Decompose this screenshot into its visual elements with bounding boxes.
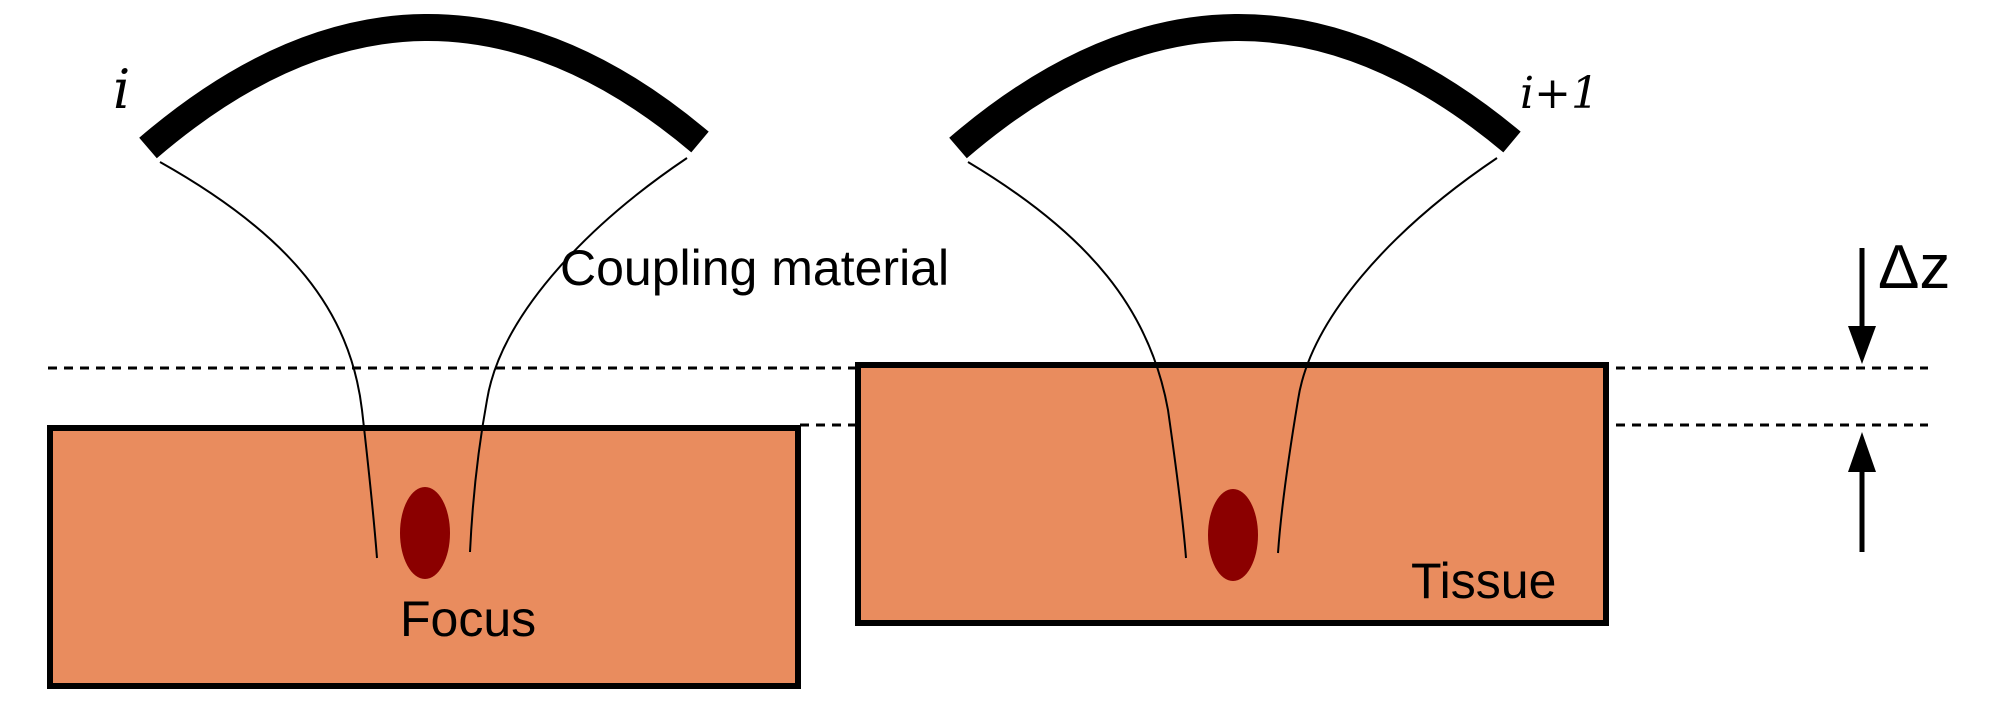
delta-z-label: Δz bbox=[1878, 233, 1950, 302]
focus-spot-right bbox=[1208, 489, 1258, 581]
transducer-arc-left bbox=[139, 14, 709, 159]
delta-z-arrow-down-head bbox=[1848, 326, 1876, 364]
tissue-label: Tissue bbox=[1411, 553, 1556, 609]
transducer-arc-right bbox=[949, 14, 1521, 159]
transducer-label-right: i+1 bbox=[1520, 68, 1599, 119]
beam-line-right-inner bbox=[1277, 157, 1498, 554]
beam-line-left-outer bbox=[159, 161, 378, 559]
transducer-label-left: i bbox=[113, 58, 130, 121]
beam-line-left-inner bbox=[469, 157, 688, 553]
coupling-material-label: Coupling material bbox=[560, 240, 949, 296]
focus-spot-left bbox=[400, 487, 450, 579]
beam-line-right-outer bbox=[967, 161, 1187, 559]
delta-z-arrow-up-head bbox=[1848, 432, 1876, 472]
focus-label: Focus bbox=[400, 591, 536, 647]
